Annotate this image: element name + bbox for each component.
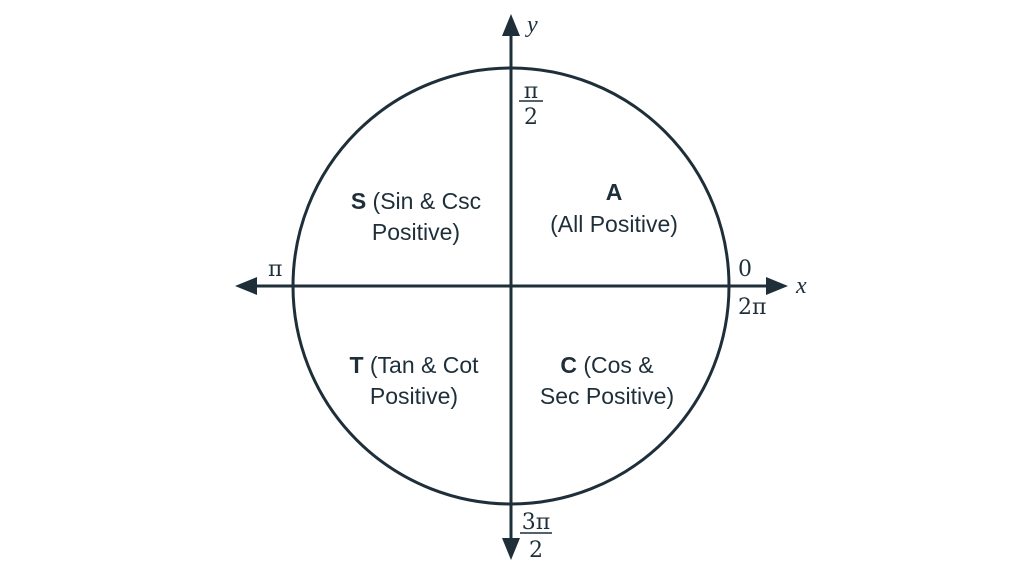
x-axis-label: x — [795, 273, 807, 299]
y-axis-arrow-down — [502, 538, 520, 560]
pi-label: π — [268, 257, 282, 282]
y-axis-arrow-up — [502, 14, 520, 36]
quadrant-3-text: Positive) — [370, 383, 458, 409]
half-pi-denominator: 2 — [524, 105, 538, 130]
quadrant-3-title: T (Tan & Cot — [349, 352, 479, 378]
zero-label: 0 — [738, 257, 752, 282]
two-pi-label: 2π — [738, 295, 766, 320]
quadrant-2-title: S (Sin & Csc — [351, 188, 481, 214]
quadrant-1-letter: A — [606, 179, 623, 205]
y-axis-label: y — [525, 12, 538, 38]
quadrant-1-text: (All Positive) — [550, 211, 678, 237]
quadrant-4-title: C (Cos & — [560, 352, 653, 378]
x-axis-arrow-left — [235, 277, 257, 295]
quadrant-4-text: Sec Positive) — [540, 383, 674, 409]
half-pi-numerator: π — [524, 79, 538, 104]
three-half-pi-denominator: 2 — [529, 538, 543, 563]
x-axis-arrow-right — [766, 277, 788, 295]
three-half-pi-numerator: 3π — [522, 510, 550, 535]
quadrant-2-text: Positive) — [372, 219, 460, 245]
